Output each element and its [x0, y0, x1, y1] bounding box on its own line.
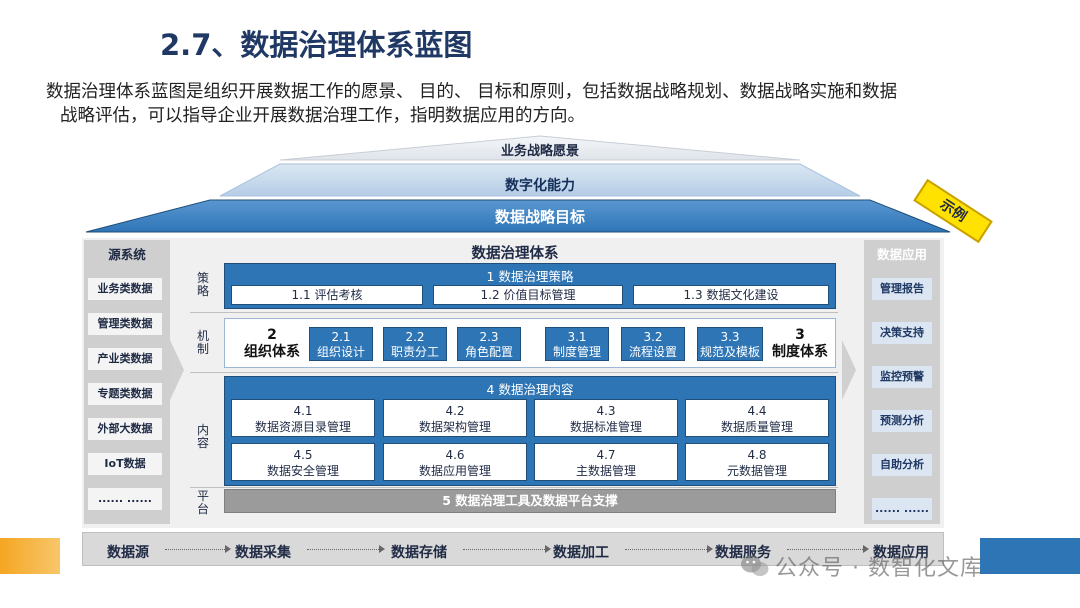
flow-step: 数据服务 [715, 545, 771, 561]
flow-step: 数据采集 [235, 545, 291, 561]
strategy-side-label: 策略 [196, 271, 209, 298]
flow-arrow [787, 545, 869, 553]
divider [190, 372, 838, 373]
page-title: 2.7、数据治理体系蓝图 [160, 28, 473, 62]
org-system-name: 组织体系 [244, 344, 300, 360]
strategy-item: 1.1 评估考核 [231, 285, 423, 305]
source-item: ...... ...... [88, 488, 162, 510]
application-item: ...... ...... [872, 498, 932, 520]
source-item: 业务类数据 [88, 278, 162, 300]
source-flow-arrow [170, 340, 184, 400]
roof-graphic [85, 135, 951, 233]
orange-accent-bar [0, 538, 60, 574]
source-item: IoT数据 [88, 453, 162, 475]
roof-capability-label: 数字化能力 [505, 178, 575, 194]
source-item: 外部大数据 [88, 418, 162, 440]
rule-system-label: 3 制度体系 [767, 327, 833, 361]
strategy-item: 1.3 数据文化建设 [633, 285, 829, 305]
roof-tier-goal [85, 199, 951, 233]
source-systems-column: 源系统 业务类数据 管理类数据 产业类数据 专题类数据 外部大数据 IoT数据 … [84, 240, 170, 524]
source-item: 管理类数据 [88, 313, 162, 335]
application-item: 决策支持 [872, 322, 932, 344]
app-flow-arrow [842, 340, 856, 400]
strategy-item: 1.2 价值目标管理 [433, 285, 623, 305]
roof-tier-vision [279, 135, 801, 161]
flow-step: 数据源 [107, 545, 149, 561]
intro-paragraph: 数据治理体系蓝图是组织开展数据工作的愿景、 目的、 目标和原则，包括数据战略规划… [46, 80, 1046, 128]
source-item: 专题类数据 [88, 383, 162, 405]
flow-step: 数据存储 [391, 545, 447, 561]
org-system-label: 2 组织体系 [237, 327, 307, 361]
governance-title: 数据治理体系 [471, 246, 559, 262]
roof-vision-label: 业务战略愿景 [500, 144, 579, 159]
rule-system-number: 3 [795, 327, 805, 343]
blue-accent-bar [980, 538, 1080, 574]
platform-side-label: 平台 [196, 489, 209, 516]
application-item: 自助分析 [872, 454, 932, 476]
source-item: 产业类数据 [88, 348, 162, 370]
watermark: 公众号 · 数智化文库 [775, 556, 983, 581]
flow-arrow [165, 545, 231, 553]
platform-band: 5 数据治理工具及数据平台支撑 [224, 489, 836, 513]
data-applications-column: 数据应用 管理报告 决策支持 监控预警 预测分析 自助分析 ...... ...… [864, 240, 940, 524]
roof-goal-label: 数据战略目标 [494, 208, 585, 226]
flow-step: 数据加工 [553, 545, 609, 561]
source-systems-title: 源系统 [108, 247, 146, 262]
content-side-label: 内容 [196, 423, 209, 450]
mechanism-side-label: 机制 [196, 329, 209, 356]
flow-arrow [625, 545, 713, 553]
application-item: 监控预警 [872, 366, 932, 388]
divider [190, 312, 838, 313]
application-item: 管理报告 [872, 278, 932, 300]
flow-step: 数据应用 [873, 545, 929, 561]
divider [190, 487, 838, 488]
content-title: 4 数据治理内容 [486, 382, 574, 397]
strategy-title: 1 数据治理策略 [486, 269, 574, 284]
org-system-number: 2 [267, 327, 277, 343]
data-flow-bar: 数据源 数据采集 数据存储 数据加工 数据服务 数据应用 [82, 532, 944, 566]
intro-line-1: 数据治理体系蓝图是组织开展数据工作的愿景、 目的、 目标和原则，包括数据战略规划… [46, 82, 898, 102]
flow-arrow [307, 545, 385, 553]
application-item: 预测分析 [872, 410, 932, 432]
wechat-icon [741, 555, 769, 576]
flow-arrow [463, 545, 551, 553]
rule-system-name: 制度体系 [772, 344, 828, 360]
intro-line-2: 战略评估，可以指导企业开展数据治理工作，指明数据应用的方向。 [60, 106, 585, 126]
roof-tier-capability [219, 163, 861, 197]
strategy-band: 1 数据治理策略 1.1 评估考核 1.2 价值目标管理 1.3 数据文化建设 [224, 263, 836, 309]
data-applications-title: 数据应用 [876, 247, 927, 262]
